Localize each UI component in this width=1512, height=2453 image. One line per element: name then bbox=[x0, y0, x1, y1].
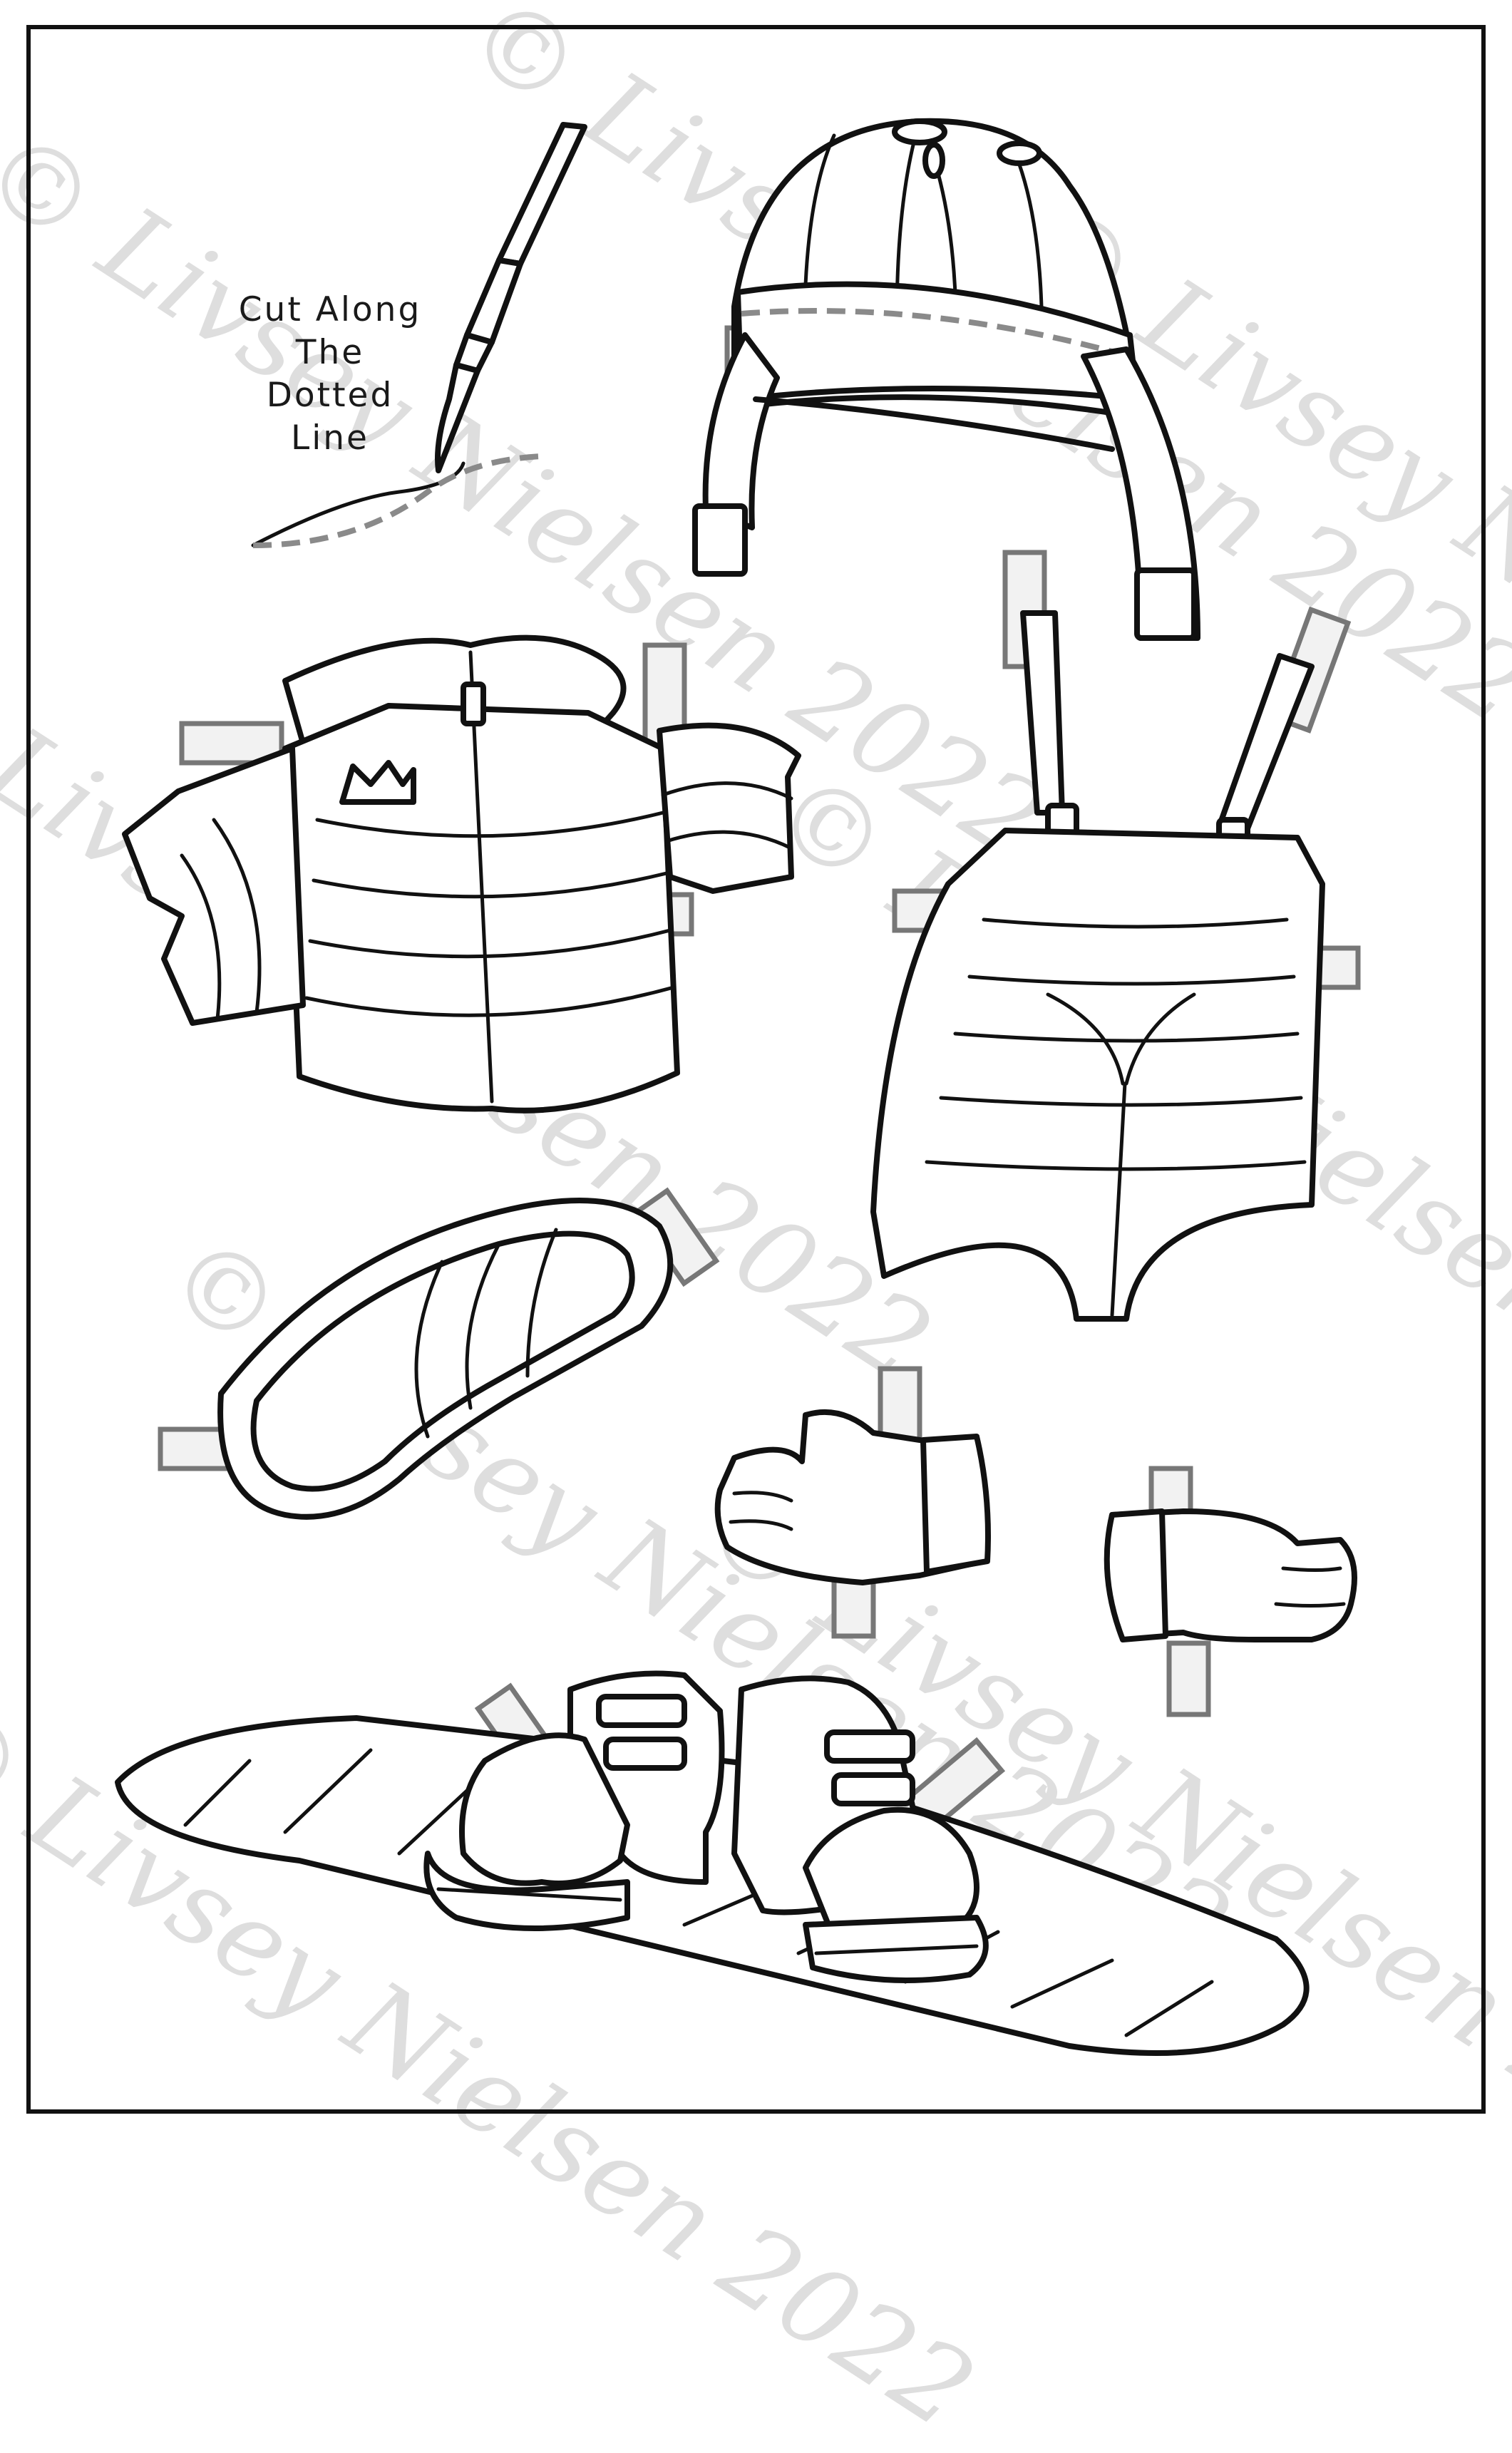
left-glove-icon bbox=[714, 1366, 991, 1639]
cut-instructions: Cut Along The Dotted Line bbox=[184, 289, 476, 460]
ski-bib-pants-icon bbox=[870, 550, 1361, 1322]
instruction-line: The bbox=[295, 333, 365, 372]
snowboard-with-boots-icon bbox=[115, 1670, 1310, 2056]
clothing-artwork: .ink { fill: #ffffff; stroke: #111111; s… bbox=[115, 118, 1361, 2056]
page-border bbox=[26, 25, 1486, 2114]
craft-knife-icon bbox=[251, 122, 587, 548]
instruction-line: Cut Along bbox=[238, 290, 422, 329]
helmet-icon bbox=[692, 118, 1200, 641]
ski-goggles-icon bbox=[158, 1187, 720, 1520]
instruction-line: Dotted bbox=[266, 376, 394, 415]
instruction-line: Line bbox=[291, 418, 369, 458]
ski-jacket-icon bbox=[122, 634, 801, 1114]
right-glove-icon bbox=[1104, 1466, 1357, 1717]
